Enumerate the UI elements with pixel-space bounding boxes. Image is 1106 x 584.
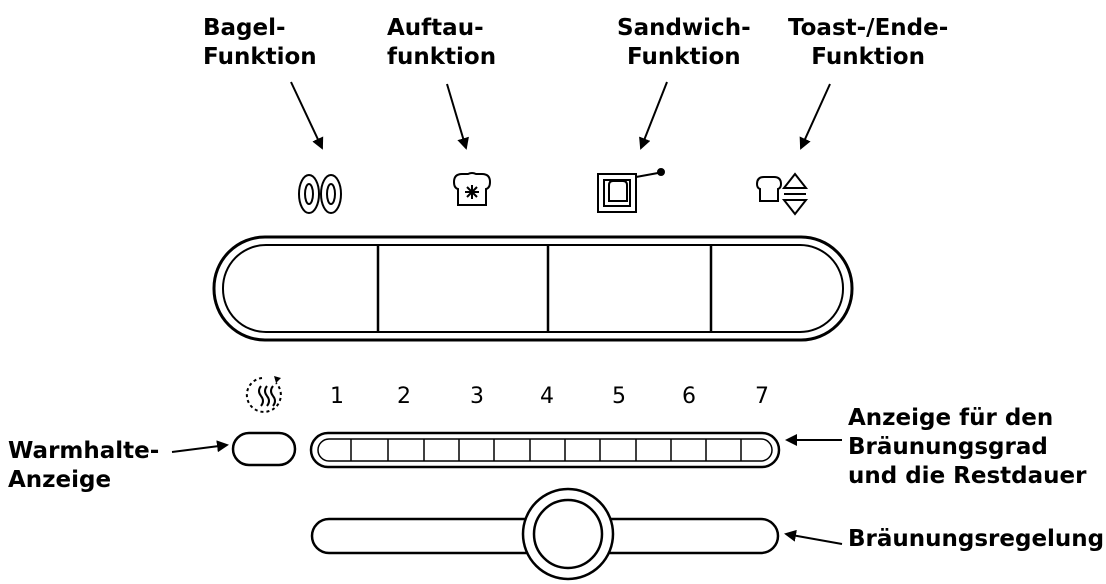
label-browning-display: Anzeige für den Bräunungsgrad und die Re…	[848, 405, 1087, 489]
toast-lift-icon	[755, 172, 809, 216]
arrow-defrost	[446, 83, 469, 150]
arrow-toast-end	[799, 83, 831, 150]
label-defrost-function: Auftau-funktion	[387, 15, 497, 70]
label-toast-end-function: Toast-/Ende-Funktion	[788, 15, 949, 70]
browning-control-slider[interactable]	[310, 487, 780, 581]
defrost-icon	[452, 172, 492, 206]
arrow-keep-warm	[171, 440, 229, 453]
keep-warm-indicator	[231, 431, 297, 467]
browning-level-6: 6	[682, 384, 696, 409]
browning-level-display	[309, 431, 781, 469]
arrow-browning-control	[784, 529, 843, 545]
browning-level-3: 3	[470, 384, 484, 409]
label-sandwich-function: Sandwich-Funktion	[617, 15, 751, 70]
browning-level-5: 5	[612, 384, 626, 409]
label-keep-warm-indicator: Warmhalte-Anzeige	[8, 438, 160, 493]
toast-end-button[interactable]	[712, 247, 841, 330]
label-browning-control: Bräunungsregelung	[848, 526, 1105, 552]
arrow-bagel	[290, 81, 324, 150]
sandwich-icon	[597, 168, 665, 213]
defrost-button[interactable]	[379, 247, 547, 330]
browning-level-1: 1	[330, 384, 344, 409]
sandwich-button[interactable]	[549, 247, 710, 330]
browning-level-7: 7	[755, 384, 769, 409]
function-button-panel	[212, 235, 854, 342]
browning-level-2: 2	[397, 384, 411, 409]
bagel-button[interactable]	[225, 247, 377, 330]
arrow-sandwich	[639, 81, 668, 150]
label-bagel-function: Bagel-Funktion	[203, 15, 317, 70]
keep-warm-icon	[245, 376, 282, 413]
browning-level-4: 4	[540, 384, 554, 409]
bagel-icon	[298, 174, 342, 214]
